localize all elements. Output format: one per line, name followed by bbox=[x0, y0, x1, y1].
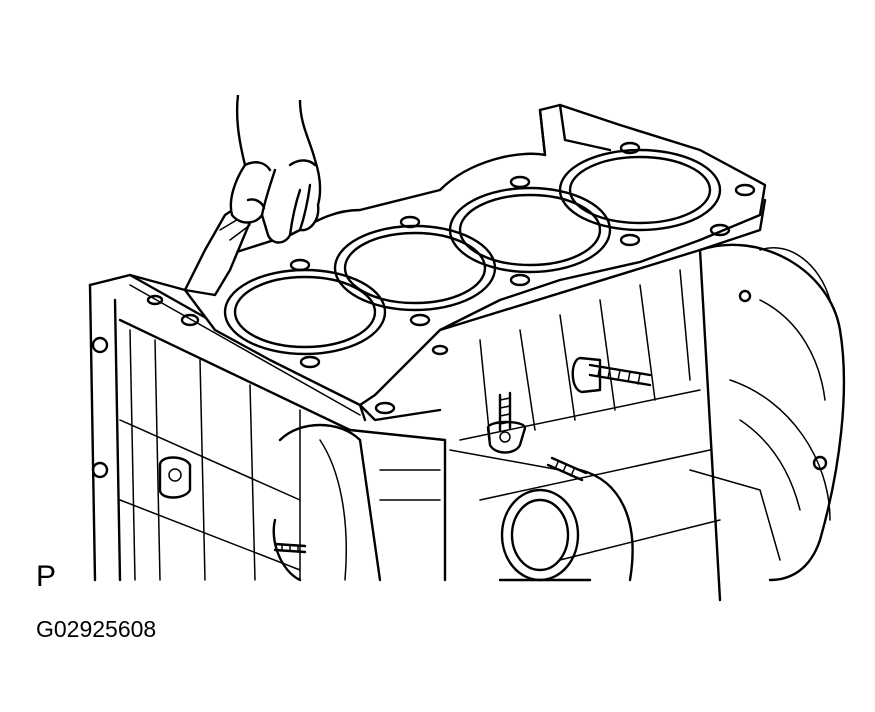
head-gasket bbox=[128, 103, 767, 422]
hand-with-feeler-gauge bbox=[183, 94, 322, 297]
stud-bolts bbox=[273, 356, 652, 554]
view-label: P bbox=[36, 560, 57, 593]
figure-code: G02925608 bbox=[36, 616, 157, 642]
bolt-holes bbox=[146, 141, 756, 415]
crankcase-housing bbox=[689, 243, 846, 582]
